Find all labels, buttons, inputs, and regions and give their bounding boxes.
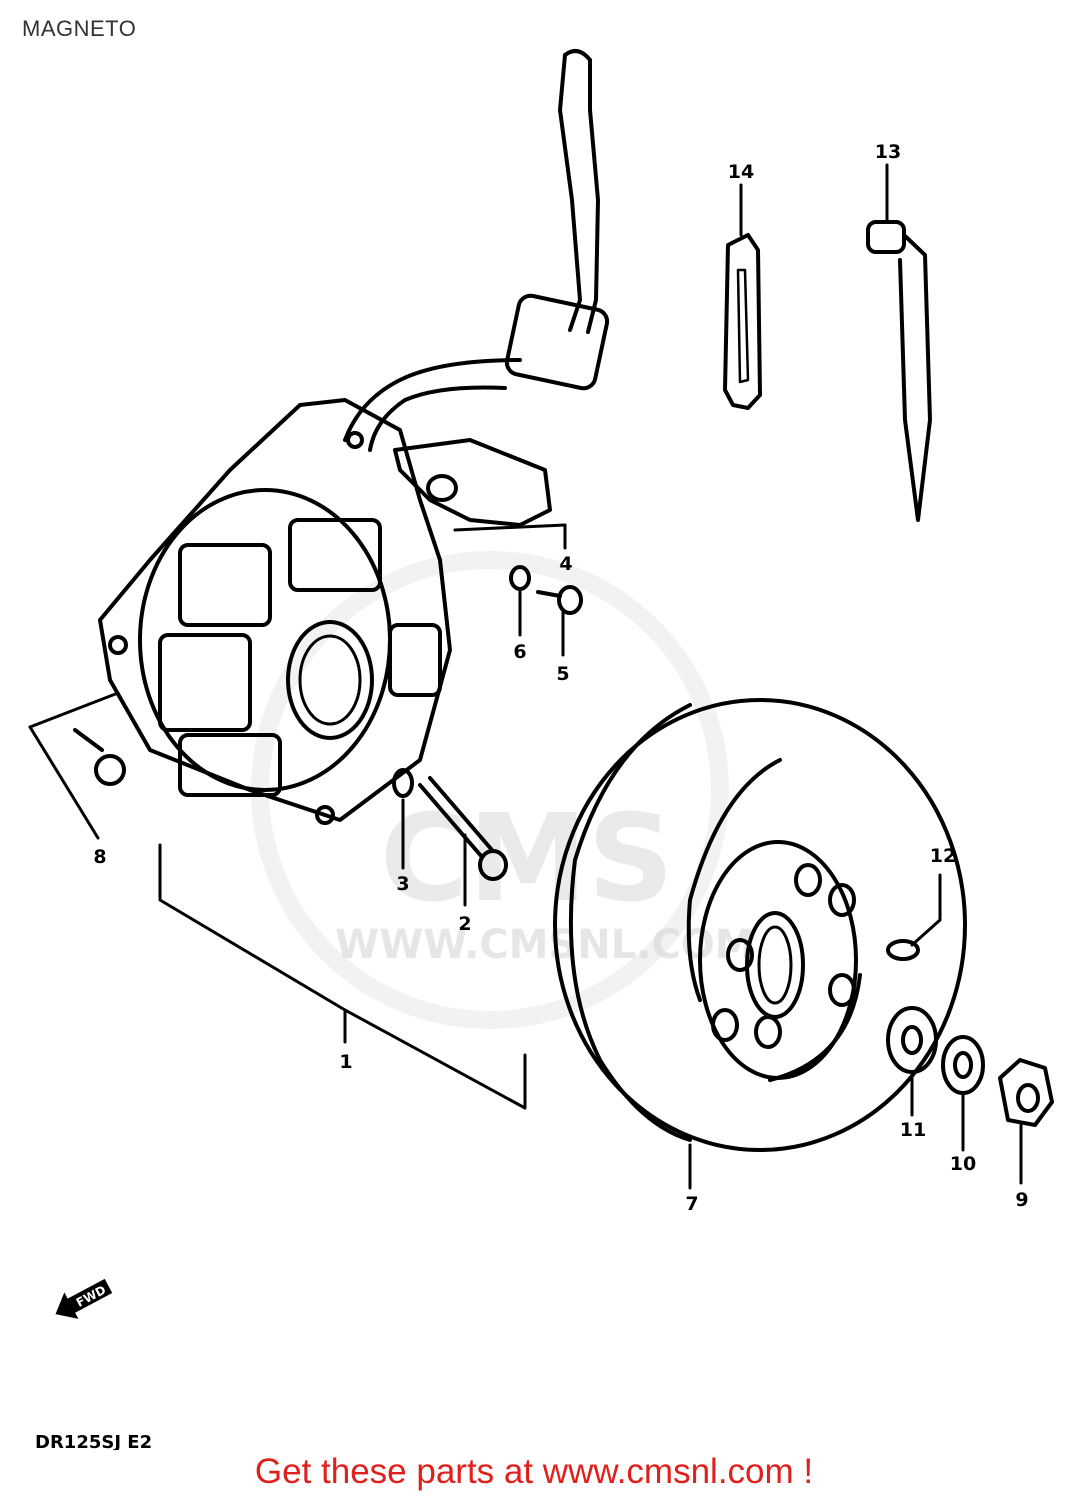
callout-1: 1: [339, 1051, 352, 1073]
callout-9: 9: [1015, 1189, 1028, 1211]
callout-6: 6: [513, 641, 526, 663]
stator-assembly: [98, 398, 452, 825]
page-title: MAGNETO: [22, 16, 137, 41]
footer-link[interactable]: Get these parts at www.cmsnl.com !: [254, 1452, 814, 1491]
washer-6: [509, 565, 531, 591]
model-code: DR125SJ E2: [35, 1432, 152, 1450]
nut-9: [998, 1058, 1054, 1127]
washer-10: [941, 1035, 985, 1095]
callout-12: 12: [930, 845, 956, 867]
callout-7: 7: [685, 1193, 698, 1215]
screw-2: [418, 776, 508, 881]
watermark-brand: CMS: [380, 790, 674, 929]
pickup-connector: [393, 438, 552, 527]
wiring-harness: [343, 49, 610, 452]
washer-11: [886, 1006, 938, 1074]
fwd-arrow-icon: FWD: [55, 1278, 113, 1319]
callout-10: 10: [950, 1153, 976, 1175]
callout-13: 13: [875, 141, 901, 163]
screw-5: [536, 585, 583, 615]
callout-3: 3: [396, 873, 409, 895]
flywheel-rotor: [553, 698, 967, 1152]
cable-clamp-13: [866, 220, 932, 522]
screw-8: [73, 728, 126, 786]
washer-3: [392, 768, 414, 798]
callout-8: 8: [93, 846, 106, 868]
callout-14: 14: [728, 161, 754, 183]
callouts: 1 2 3 4 5 6 7 8 9 10 11 12 13 14: [93, 141, 1028, 1215]
callout-4: 4: [559, 553, 572, 575]
key-12: [886, 939, 920, 961]
callout-2: 2: [458, 913, 471, 935]
watermark: CMS WWW.CMSNL.COM: [251, 551, 755, 1029]
watermark-url: WWW.CMSNL.COM: [335, 922, 755, 968]
leader-lines: [28, 163, 1023, 1190]
callout-11: 11: [900, 1119, 926, 1141]
magneto-diagram: CMS WWW.CMSNL.COM: [28, 49, 1054, 1450]
cable-band-14: [723, 233, 762, 410]
callout-5: 5: [556, 663, 569, 685]
